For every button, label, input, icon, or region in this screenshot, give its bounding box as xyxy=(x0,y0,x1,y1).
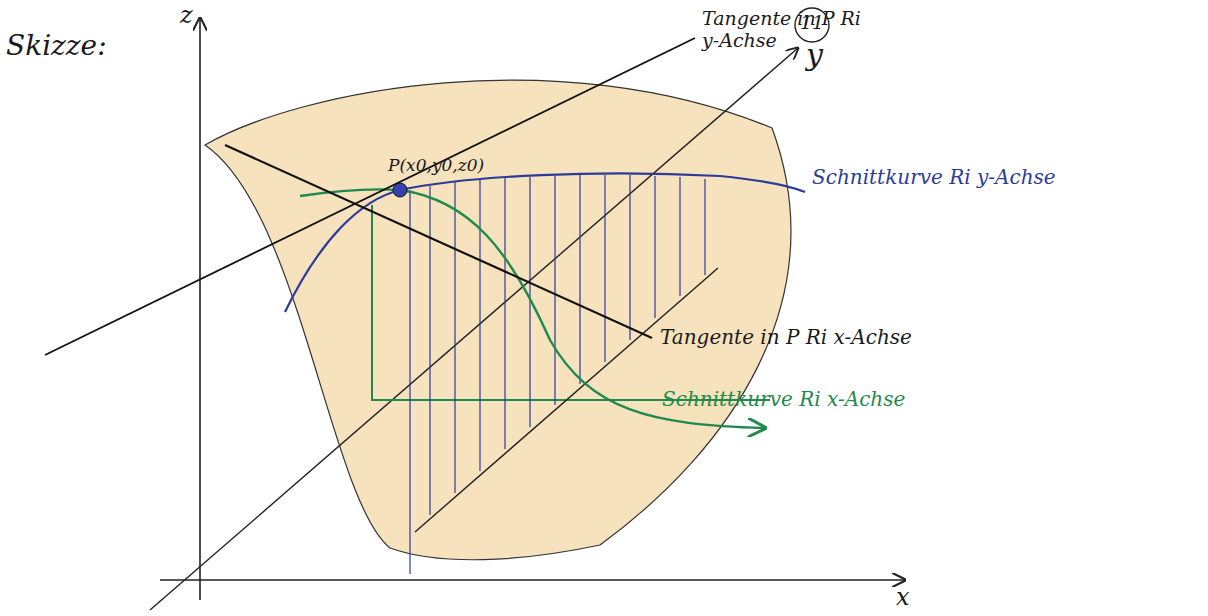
tangent-label: Tangente in P Ri y-Achse xyxy=(702,8,872,52)
point-label: P(x0,y0,z0) xyxy=(388,156,484,176)
axis-label: z xyxy=(180,2,193,30)
hatch-lines xyxy=(410,175,705,574)
tangent-y xyxy=(45,38,695,355)
surface xyxy=(205,80,791,560)
axis-label: x xyxy=(896,584,910,612)
sketch-heading: Skizze: xyxy=(6,30,107,62)
point-p xyxy=(393,183,407,197)
section-curve-y xyxy=(285,174,805,312)
tangent-x xyxy=(225,145,652,338)
page-number: 11 xyxy=(800,12,824,34)
tangent-label: Tangente in P Ri x-Achse xyxy=(660,326,912,349)
z-axis xyxy=(199,18,201,600)
x-axis xyxy=(160,579,905,581)
curve-label: Schnittkurve Ri y-Achse xyxy=(812,166,1056,189)
page-number-circle xyxy=(795,8,829,42)
curve-label: Schnittkurve Ri x-Achse xyxy=(662,388,905,411)
axis-label: y xyxy=(806,38,823,73)
